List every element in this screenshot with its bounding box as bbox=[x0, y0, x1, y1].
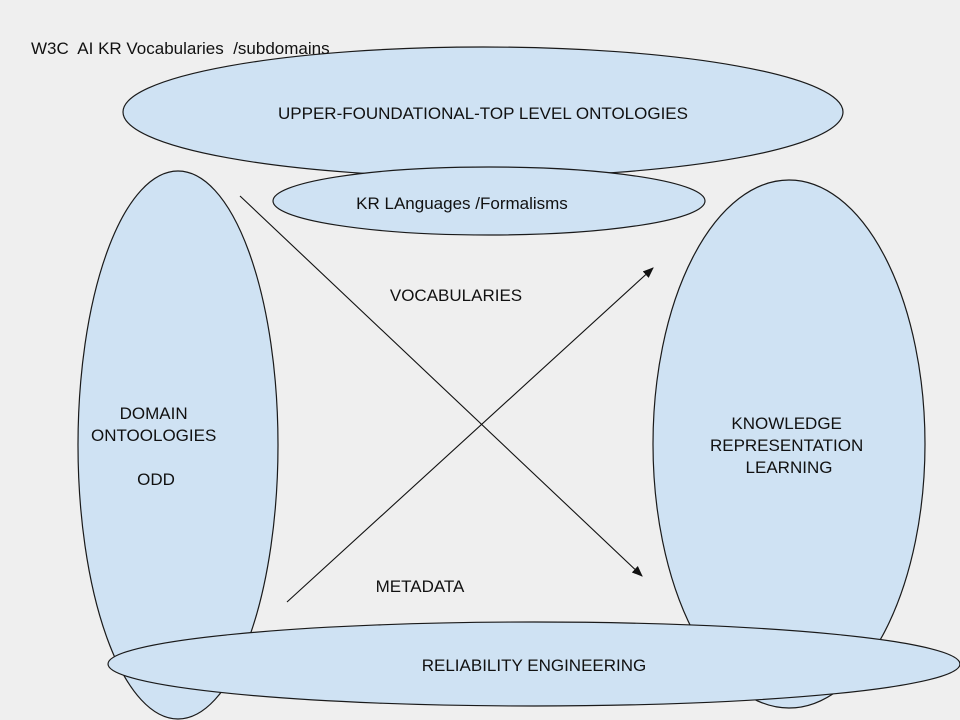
kr-languages-ellipse[interactable] bbox=[272, 166, 706, 236]
arrow-up-right bbox=[286, 267, 654, 603]
knowledge-representation-ellipse[interactable] bbox=[652, 179, 926, 709]
vocabularies-label: VOCABULARIES bbox=[390, 286, 522, 305]
domain-ontologies-ellipse[interactable] bbox=[77, 170, 279, 720]
knowledge-line-2: REPRESENTATION bbox=[710, 436, 863, 455]
knowledge-line-3: LEARNING bbox=[746, 458, 833, 477]
arrow-down-right bbox=[239, 195, 643, 577]
domain-line-4: ODD bbox=[137, 470, 175, 489]
domain-line-1: DOMAIN bbox=[120, 404, 188, 423]
knowledge-representation-label: KNOWLEDGE REPRESENTATION LEARNING bbox=[710, 414, 868, 477]
page-title: W3C AI KR Vocabularies /subdomains bbox=[31, 39, 330, 58]
reliability-engineering-label: RELIABILITY ENGINEERING bbox=[422, 656, 647, 675]
knowledge-line-1: KNOWLEDGE bbox=[731, 414, 842, 433]
kr-languages-label: KR LAnguages /Formalisms bbox=[356, 194, 568, 213]
metadata-label: METADATA bbox=[376, 577, 465, 596]
domain-ontologies-label: DOMAIN ONTOOLOGIES ODD bbox=[91, 404, 221, 489]
upper-ontologies-label: UPPER-FOUNDATIONAL-TOP LEVEL ONTOLOGIES bbox=[278, 104, 688, 123]
domain-line-2: ONTOOLOGIES bbox=[91, 426, 216, 445]
reliability-engineering-ellipse[interactable] bbox=[107, 621, 960, 707]
